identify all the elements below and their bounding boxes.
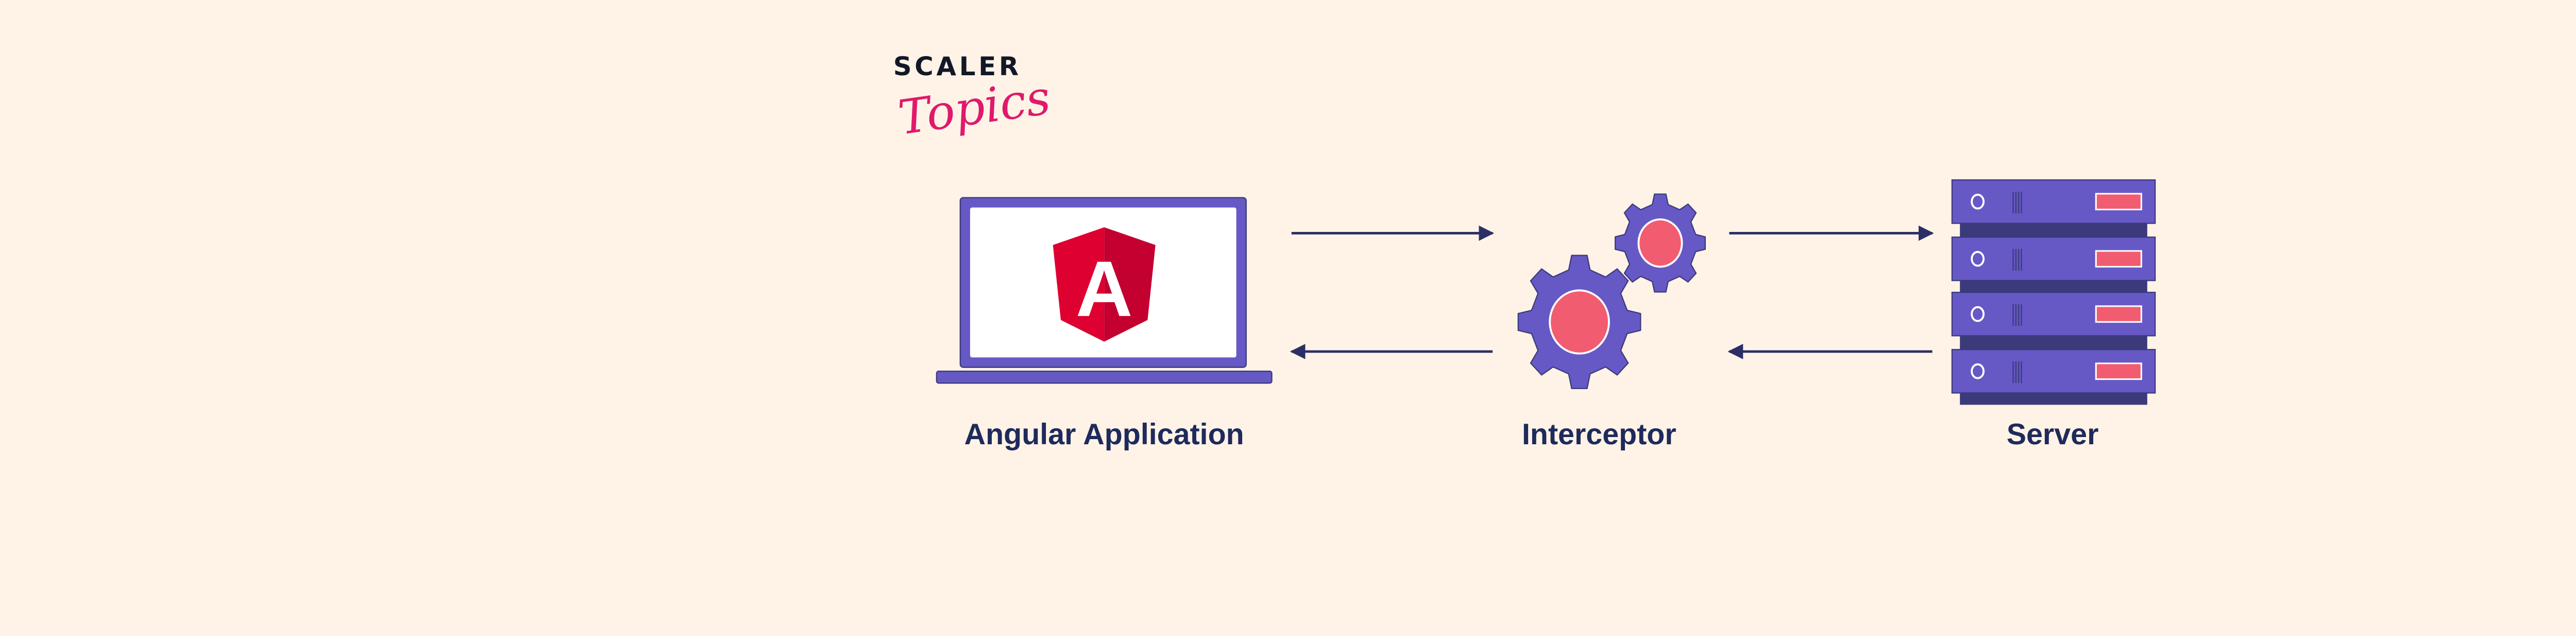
server-spacer — [1960, 223, 2147, 238]
angular-logo-icon: A — [1053, 227, 1156, 342]
server-power-icon — [1971, 250, 1985, 267]
scaler-topics-logo: SCALER Topics — [893, 52, 1054, 145]
server-spacer — [1960, 393, 2147, 405]
gears-icon — [1517, 193, 1706, 389]
server-indicator — [2095, 250, 2142, 268]
svg-text:A: A — [1076, 245, 1133, 333]
laptop-icon: A — [936, 197, 1273, 384]
logo-scaler-text: SCALER — [893, 52, 1022, 81]
server-label: Server — [2007, 418, 2099, 451]
angular-application-label: Angular Application — [964, 418, 1244, 451]
server-power-icon — [1971, 363, 1985, 379]
server-indicator — [2095, 362, 2142, 380]
server-spacer — [1960, 280, 2147, 293]
server-power-icon — [1971, 193, 1985, 210]
server-indicator — [2095, 193, 2142, 211]
server-spacer — [1960, 336, 2147, 350]
server-power-icon — [1971, 306, 1985, 322]
server-rack-icon — [1951, 179, 2156, 405]
server-indicator — [2095, 305, 2142, 323]
interceptor-label: Interceptor — [1522, 418, 1676, 451]
